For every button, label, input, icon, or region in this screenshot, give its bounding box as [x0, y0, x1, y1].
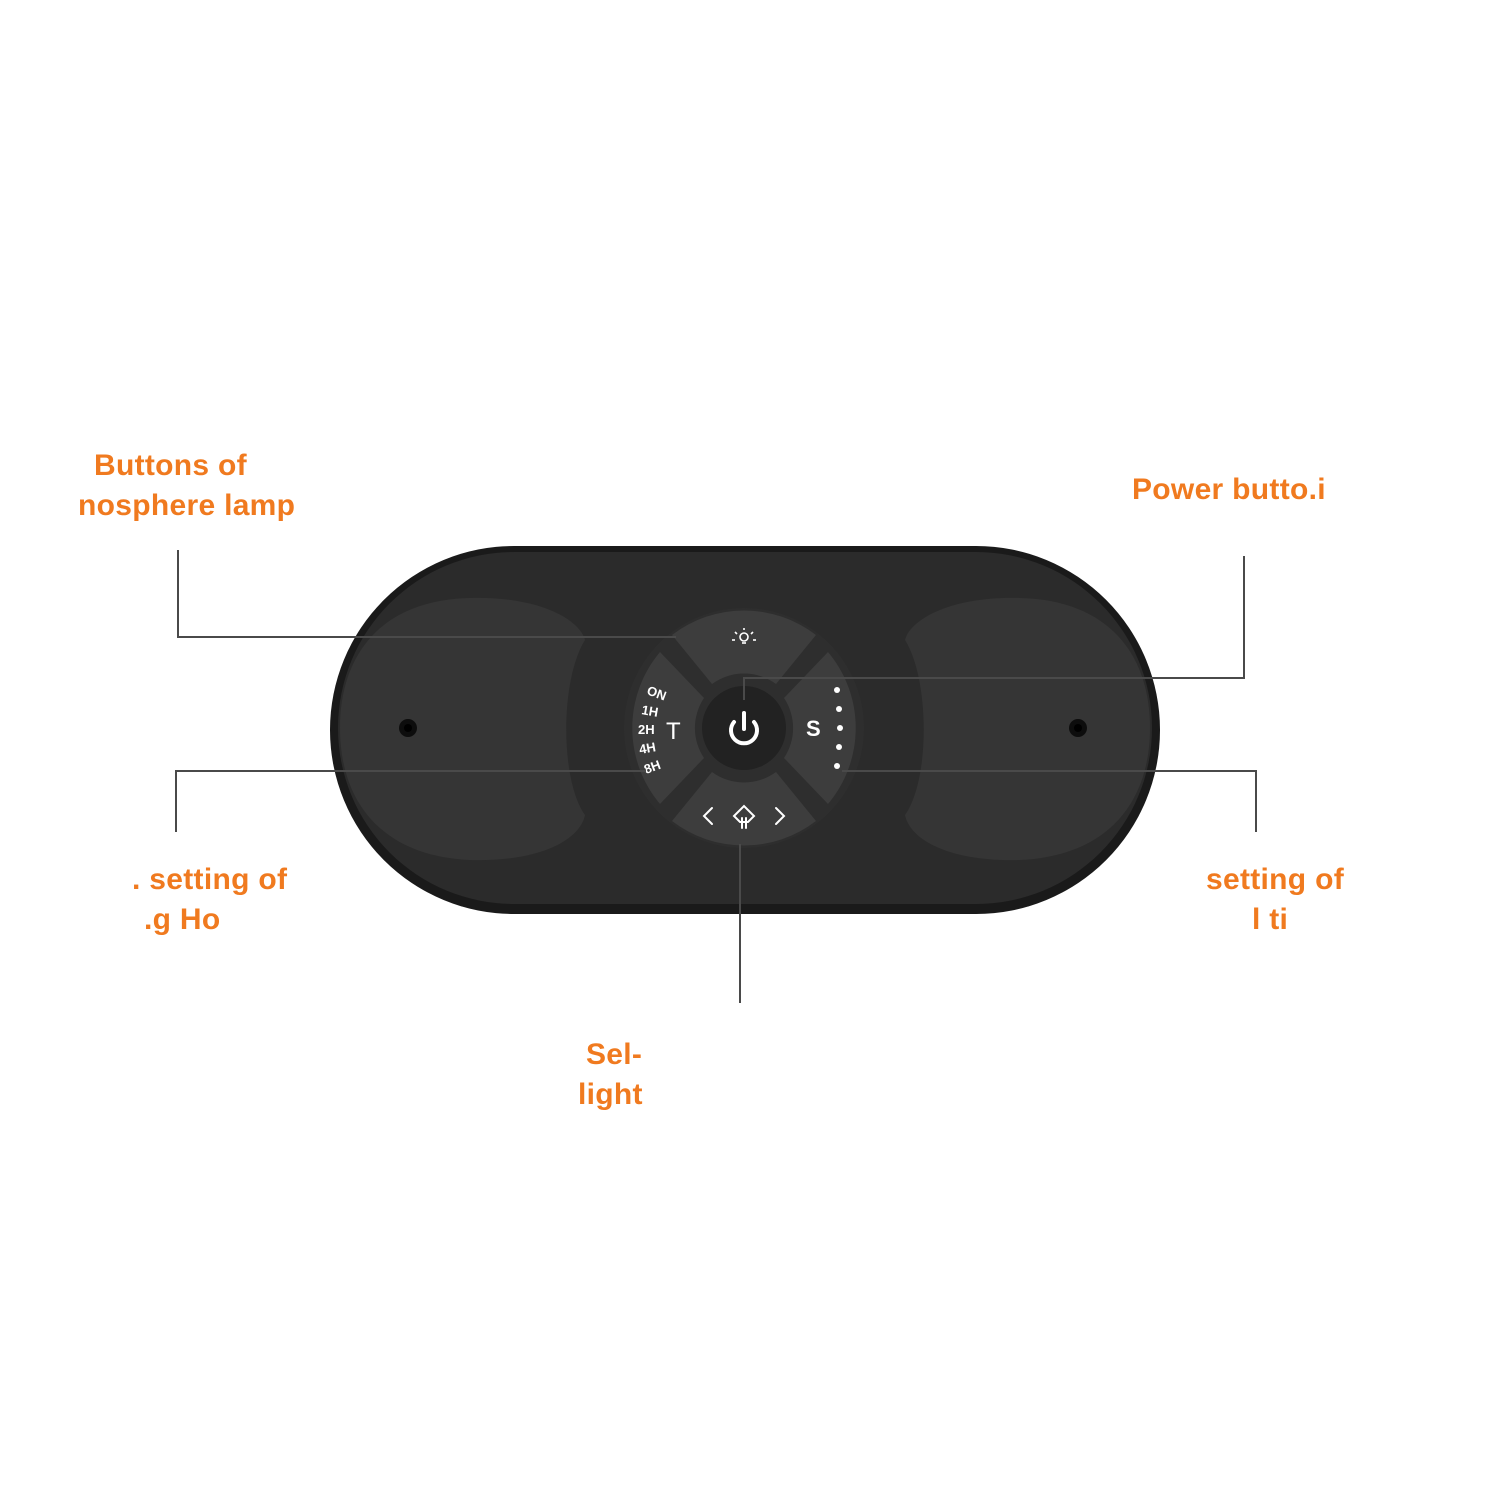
speed-setting-callout: setting of l ti — [1206, 860, 1344, 940]
lamp-buttons-callout: Buttons of nosphere lamp — [78, 446, 295, 526]
timer-option: 2H — [638, 722, 655, 737]
timer-option: ON — [645, 683, 668, 704]
timer-setting-callout: . setting of .g Ho — [132, 860, 287, 940]
light-select-key[interactable] — [672, 772, 816, 846]
lamp-callout-line1: Buttons of — [94, 449, 247, 482]
light-callout-line1: Sel- — [586, 1038, 643, 1071]
timer-option: 4H — [638, 739, 657, 757]
timer-leader-line — [175, 770, 646, 832]
timer-key[interactable] — [632, 652, 704, 804]
left-pad — [340, 597, 585, 861]
lamp-callout-line2: nosphere lamp — [78, 489, 296, 522]
power-button-callout: Power butto.i — [1132, 470, 1326, 510]
speed-level-dots — [834, 687, 843, 769]
timer-callout-line1: . setting of — [132, 863, 288, 896]
chevron-right-icon — [775, 807, 786, 825]
lamp-key[interactable] — [672, 610, 816, 684]
power-leader-line — [743, 556, 1245, 700]
light-scene-icon — [732, 804, 756, 829]
lamp-leader-line — [177, 550, 676, 638]
leader-lines — [175, 550, 1257, 1003]
bulb-icon — [732, 628, 756, 644]
power-callout-line1: Power butto.i — [1132, 473, 1326, 506]
timer-callout-line2: .g Ho — [144, 903, 221, 936]
speed-letter: S — [806, 716, 821, 741]
power-icon — [729, 711, 759, 746]
timer-options: ON 1H 2H 4H 8H — [638, 683, 669, 777]
light-select-callout: Sel- light — [578, 1035, 643, 1115]
chevron-left-icon — [702, 807, 713, 825]
timer-letter: T — [666, 718, 681, 745]
right-pad — [905, 597, 1150, 861]
speed-callout-line2: l ti — [1252, 903, 1289, 936]
speed-callout-line1: setting of — [1206, 863, 1344, 896]
timer-option: 8H — [642, 757, 663, 777]
speed-leader-line — [842, 770, 1257, 832]
timer-option: 1H — [640, 702, 659, 720]
light-callout-line2: light — [578, 1078, 643, 1111]
